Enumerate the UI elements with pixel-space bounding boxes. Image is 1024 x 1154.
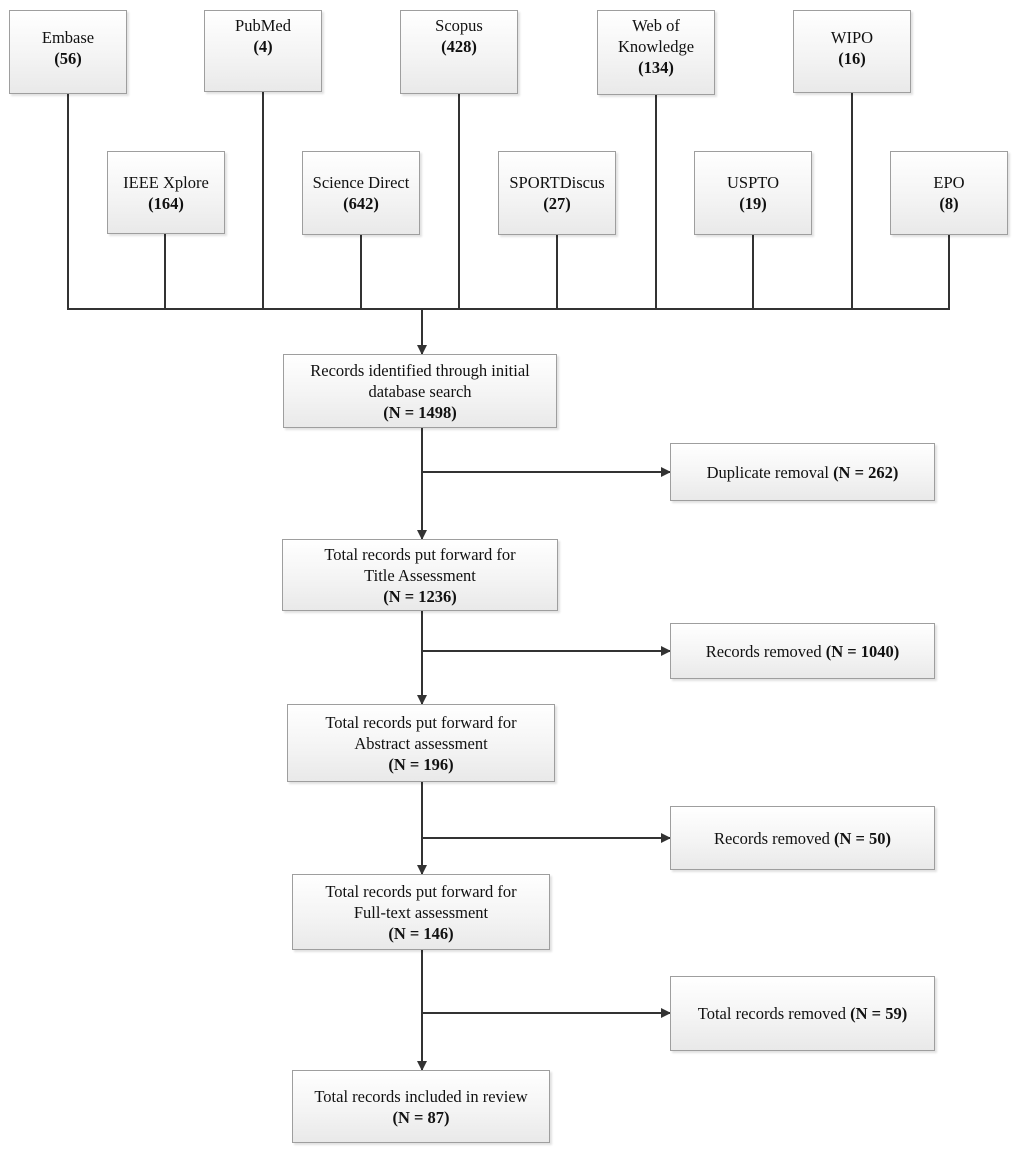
database-box-sportdiscus: SPORTDiscus (27): [498, 151, 616, 235]
step-count: (N = 196): [388, 754, 454, 774]
removal-label: Records removed: [705, 641, 826, 661]
database-count: (134): [638, 58, 674, 77]
removal-count: (N = 50): [833, 828, 892, 848]
step-count: (N = 87): [392, 1107, 450, 1127]
step-text-line1: Records identified through initial: [310, 360, 530, 380]
step-count: (N = 1498): [383, 402, 457, 422]
step-text-line2: Abstract assessment: [354, 733, 488, 753]
database-box-uspto: USPTO (19): [694, 151, 812, 235]
database-count: (56): [54, 49, 82, 68]
step-text-line1: Total records put forward for: [325, 712, 517, 732]
step-text-line2: database search: [368, 381, 472, 401]
step-count: (N = 146): [388, 923, 454, 943]
removal-label: Records removed: [713, 828, 834, 848]
removal-label: Total records removed: [697, 1004, 851, 1023]
database-count: (27): [543, 194, 571, 213]
removal-count: (N = 1040): [825, 641, 900, 661]
records-identified-box: Records identified through initial datab…: [283, 354, 557, 428]
database-name: USPTO: [727, 173, 779, 192]
fulltext-removed-box: Total records removed (N = 59): [670, 976, 935, 1051]
database-count: (16): [838, 49, 866, 68]
database-name: PubMed: [235, 16, 291, 35]
database-count: (164): [148, 193, 184, 213]
database-name: Science Direct: [312, 173, 410, 192]
database-name: IEEE Xplore: [123, 172, 209, 192]
step-text-line1: Total records put forward for: [325, 881, 517, 901]
database-box-pubmed: PubMed (4): [204, 10, 322, 92]
database-box-science-direct: Science Direct (642): [302, 151, 420, 235]
database-box-embase: Embase (56): [9, 10, 127, 94]
abstract-assessment-box: Total records put forward for Abstract a…: [287, 704, 555, 782]
database-name-line2: Knowledge: [617, 37, 695, 56]
fulltext-assessment-box: Total records put forward for Full-text …: [292, 874, 550, 950]
database-box-scopus: Scopus (428): [400, 10, 518, 94]
step-count: (N = 1236): [383, 586, 457, 606]
removal-count: (N = 262): [833, 462, 899, 482]
database-count: (19): [739, 194, 767, 213]
step-text-line2: Title Assessment: [364, 565, 476, 585]
database-name: SPORTDiscus: [509, 173, 605, 192]
removal-label: Duplicate removal: [706, 462, 834, 482]
abstract-removed-box: Records removed (N = 50): [670, 806, 935, 870]
step-text-line2: Full-text assessment: [353, 902, 489, 922]
database-count: (8): [939, 194, 959, 213]
database-box-epo: EPO (8): [890, 151, 1008, 235]
database-name-line1: Web of: [632, 16, 680, 35]
removal-count: (N = 59): [850, 1004, 908, 1023]
database-count: (4): [253, 37, 273, 56]
database-count: (642): [343, 194, 379, 213]
title-removed-box: Records removed (N = 1040): [670, 623, 935, 679]
database-name: Embase: [41, 28, 95, 47]
title-assessment-box: Total records put forward for Title Asse…: [282, 539, 558, 611]
database-name: WIPO: [830, 28, 874, 47]
step-text-line1: Total records included in review: [314, 1086, 528, 1106]
duplicate-removal-box: Duplicate removal (N = 262): [670, 443, 935, 501]
database-count: (428): [441, 37, 477, 56]
included-in-review-box: Total records included in review (N = 87…: [292, 1070, 550, 1143]
database-name: EPO: [933, 173, 965, 192]
step-text-line1: Total records put forward for: [324, 544, 516, 564]
database-box-wipo: WIPO (16): [793, 10, 911, 93]
database-name: Scopus: [435, 16, 483, 35]
database-box-ieee-xplore: IEEE Xplore (164): [107, 151, 225, 234]
database-box-web-of-knowledge: Web of Knowledge (134): [597, 10, 715, 95]
